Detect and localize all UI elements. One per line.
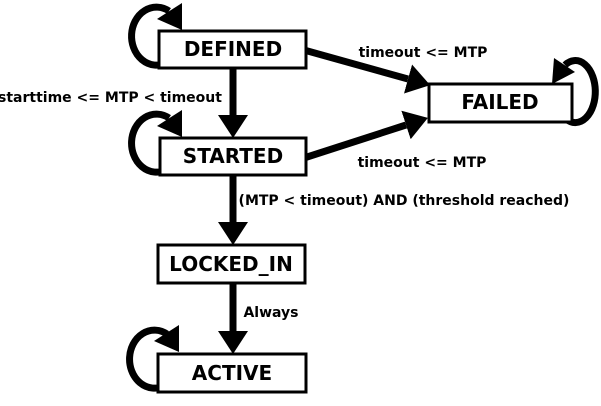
state-failed: FAILED — [427, 82, 574, 124]
transition-started-to-failed-arrow — [302, 110, 428, 162]
self-loop-started-curve — [128, 110, 171, 176]
self-loop-failed — [552, 57, 599, 127]
self-loop-active-curve — [126, 326, 169, 392]
self-loop-started-arrowhead — [157, 110, 182, 137]
state-started-box — [158, 136, 308, 177]
state-started: STARTED — [158, 136, 308, 177]
state-active: ACTIVE — [156, 352, 308, 394]
transition-defined-to-failed-arrow — [303, 46, 431, 94]
self-loop-failed-arrowhead — [552, 58, 575, 84]
self-loop-started — [128, 110, 182, 176]
state-defined-box — [157, 29, 308, 70]
transition-label-started-to-lockedin: (MTP < timeout) AND (threshold reached) — [239, 193, 570, 209]
self-loop-defined — [128, 3, 182, 69]
state-defined-label: DEFINED — [184, 37, 282, 61]
self-loop-active — [126, 325, 179, 392]
self-loop-defined-curve — [128, 3, 171, 69]
state-active-box — [156, 352, 308, 394]
state-locked-in-label: LOCKED_IN — [169, 252, 293, 276]
self-loop-failed-curve — [562, 57, 599, 127]
transition-label-defined-to-failed: timeout <= MTP — [359, 45, 488, 61]
transition-label-defined-to-started: starttime <= MTP < timeout — [0, 90, 222, 106]
self-loop-active-arrowhead — [154, 325, 179, 352]
transition-label-started-to-failed: timeout <= MTP — [358, 155, 487, 171]
state-failed-box — [427, 82, 574, 124]
state-locked-in-box — [156, 243, 307, 285]
state-failed-label: FAILED — [461, 90, 538, 114]
state-started-label: STARTED — [183, 144, 283, 168]
transition-label-lockedin-to-active: Always — [243, 305, 298, 321]
state-active-label: ACTIVE — [192, 361, 272, 385]
state-locked-in: LOCKED_IN — [156, 243, 307, 285]
state-defined: DEFINED — [157, 29, 308, 70]
self-loop-defined-arrowhead — [157, 3, 182, 30]
